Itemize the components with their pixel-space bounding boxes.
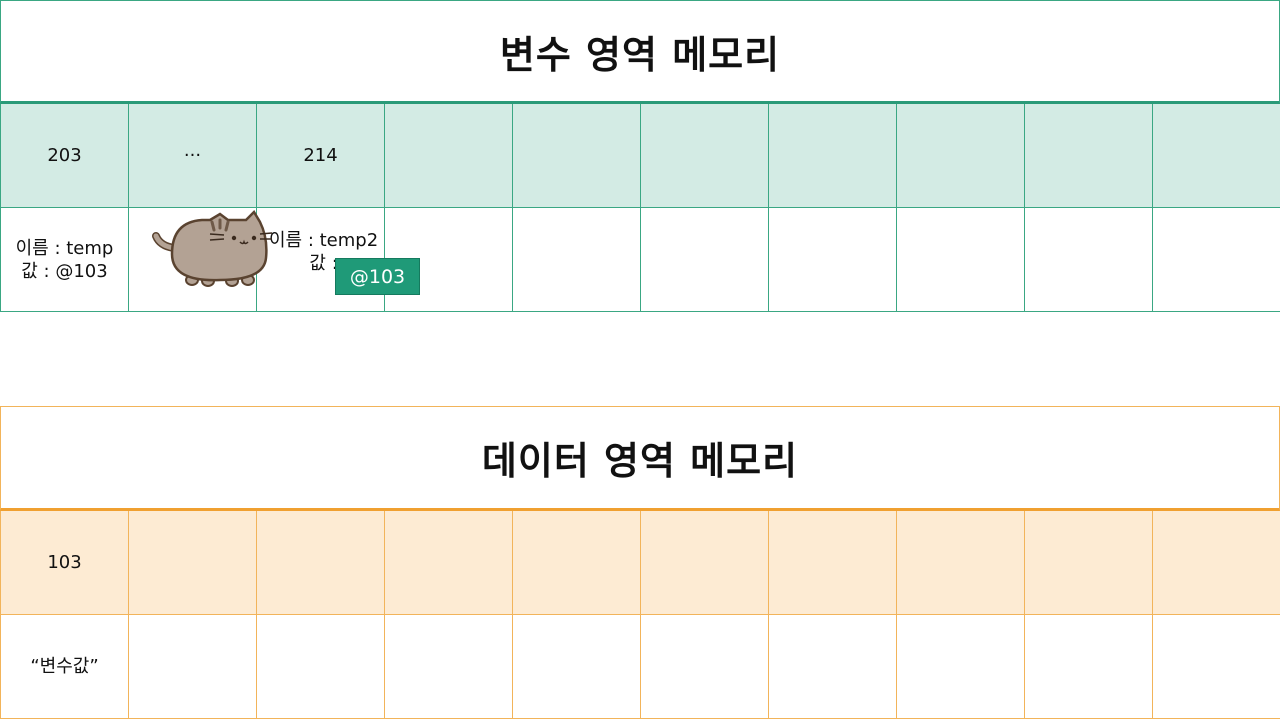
- var-value-cell: 이름 : temp 값 : @103: [1, 208, 129, 312]
- var-address-cell: [385, 104, 513, 208]
- data-value-cell: [257, 615, 385, 719]
- pusheen-cat-icon: [150, 208, 275, 290]
- data-memory-title: 데이터 영역 메모리: [481, 439, 799, 483]
- var-address-cell: 203: [1, 104, 129, 208]
- data-address-cell: [513, 511, 641, 615]
- data-address-cell: [641, 511, 769, 615]
- var-value-cell: [1153, 208, 1280, 312]
- var-value-cell: [513, 208, 641, 312]
- var-address-cell: [641, 104, 769, 208]
- data-memory-grid: 103 “변수값”: [0, 511, 1280, 719]
- var-address-cell: [513, 104, 641, 208]
- data-address-cell: 103: [1, 511, 129, 615]
- var-address-cell: [1153, 104, 1280, 208]
- data-value-cell: [129, 615, 257, 719]
- data-value-cell: [1025, 615, 1153, 719]
- data-value-cell: [769, 615, 897, 719]
- data-address-cell: [897, 511, 1025, 615]
- variable-memory-title: 변수 영역 메모리: [499, 32, 781, 77]
- data-address-cell: [769, 511, 897, 615]
- var-address-cell: [897, 104, 1025, 208]
- var-address-cell: 214: [257, 104, 385, 208]
- data-value-cell: [513, 615, 641, 719]
- var-address-cell: ···: [129, 104, 257, 208]
- var-value-cell: [641, 208, 769, 312]
- pointer-value-tag: @103: [335, 258, 420, 295]
- data-value-cell: [897, 615, 1025, 719]
- data-address-cell: [129, 511, 257, 615]
- data-value-cell: [1153, 615, 1280, 719]
- var-address-cell: [769, 104, 897, 208]
- var-address-cell: [1025, 104, 1153, 208]
- data-value-cell: [385, 615, 513, 719]
- data-memory-title-box: 데이터 영역 메모리: [0, 406, 1280, 511]
- data-address-cell: [257, 511, 385, 615]
- data-address-cell: [1153, 511, 1280, 615]
- data-address-cell: [1025, 511, 1153, 615]
- variable-memory-title-box: 변수 영역 메모리: [0, 0, 1280, 104]
- data-value-cell: “변수값”: [1, 615, 129, 719]
- var-value-cell: [897, 208, 1025, 312]
- data-value-cell: [641, 615, 769, 719]
- var-value-cell: [769, 208, 897, 312]
- data-address-cell: [385, 511, 513, 615]
- variable-memory-grid: 203 ··· 214 이름 : temp 값 : @103 이름 : temp…: [0, 104, 1280, 312]
- var-value-cell: [1025, 208, 1153, 312]
